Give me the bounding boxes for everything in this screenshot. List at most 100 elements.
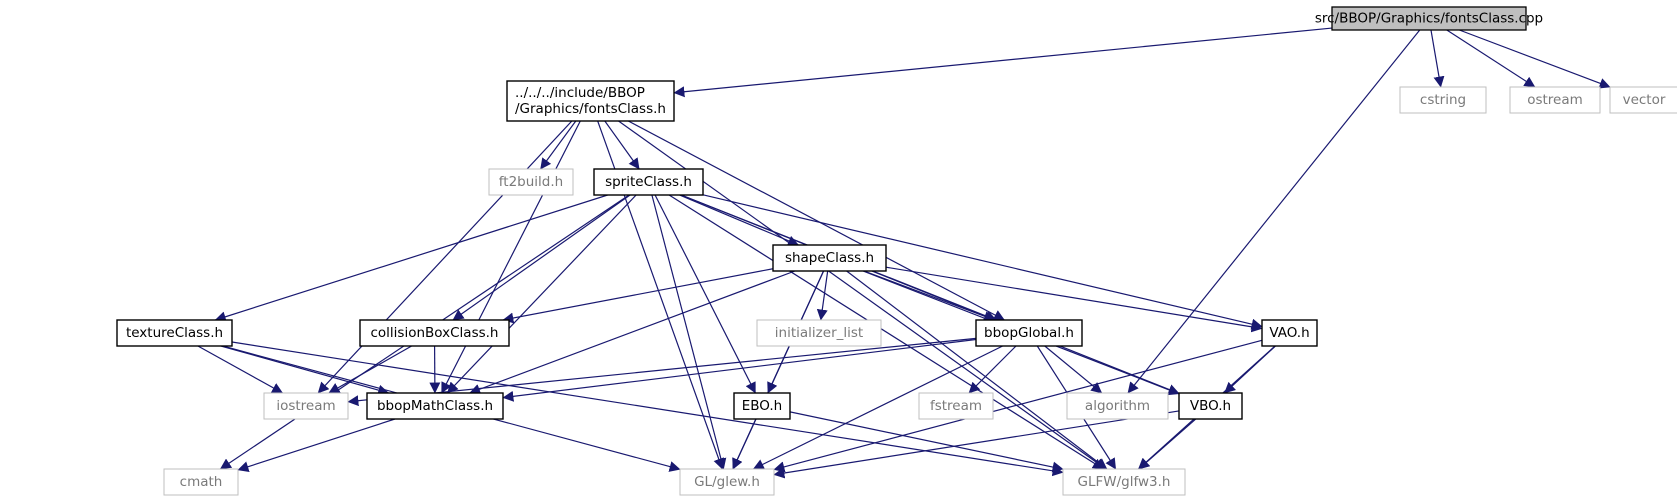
node-label: vector xyxy=(1623,92,1666,108)
node-label: bbopMathClass.h xyxy=(377,398,493,414)
node-box xyxy=(1609,86,1677,114)
node-label: collisionBoxClass.h xyxy=(371,325,499,341)
node-box xyxy=(1261,319,1318,347)
node-box xyxy=(263,392,349,420)
node-label: bbopGlobal.h xyxy=(984,325,1074,341)
node-box xyxy=(1062,468,1186,496)
node-box xyxy=(593,168,704,196)
node-bbopMathClass[interactable]: bbopMathClass.h xyxy=(366,392,504,420)
node-label: VBO.h xyxy=(1190,398,1231,414)
node-collisionBoxClass[interactable]: collisionBoxClass.h xyxy=(359,319,510,347)
edge-fontsClass_cpp-to-fontsClass_h xyxy=(673,27,1333,98)
edge-shapeClass-to-bbopGlobal xyxy=(863,270,995,322)
node-box xyxy=(679,468,775,496)
node-label: ft2build.h xyxy=(499,174,563,190)
edge-spriteClass-to-glfw3 xyxy=(668,194,1104,470)
edge-spriteClass-to-VBO xyxy=(680,194,1180,395)
node-textureClass[interactable]: textureClass.h xyxy=(116,319,233,347)
edge-spriteClass-to-VAO xyxy=(702,194,1263,330)
edge-VBO-to-glew xyxy=(773,410,1180,479)
edge-spriteClass-to-textureClass xyxy=(214,194,608,323)
edge-collisionBoxClass-to-iostream xyxy=(328,345,412,394)
edge-fontsClass_cpp-to-algorithm xyxy=(1127,29,1421,394)
node-shapeClass[interactable]: shapeClass.h xyxy=(772,244,887,272)
edge-shapeClass-to-bbopMathClass xyxy=(469,270,796,395)
edge-bbopGlobal-to-glew xyxy=(752,345,1003,470)
node-label: ostream xyxy=(1527,92,1583,108)
node-cstring[interactable]: cstring xyxy=(1399,86,1487,114)
node-label: EBO.h xyxy=(742,398,782,414)
node-label: GL/glew.h xyxy=(694,474,760,490)
edge-fontsClass_h-to-iostream xyxy=(317,120,573,394)
edge-shapeClass-to-VAO xyxy=(885,266,1263,333)
node-label: cmath xyxy=(180,474,223,490)
edge-shapeClass-to-initializer_list xyxy=(816,270,829,321)
node-glew[interactable]: GL/glew.h xyxy=(679,468,775,496)
node-label: textureClass.h xyxy=(126,325,223,341)
node-ft2build[interactable]: ft2build.h xyxy=(488,168,574,196)
node-box xyxy=(163,468,239,496)
node-box xyxy=(1331,6,1527,31)
node-label: spriteClass.h xyxy=(605,174,692,190)
node-box xyxy=(772,244,887,272)
edge-fontsClass_cpp-to-ostream xyxy=(1446,29,1536,88)
edge-fontsClass_cpp-to-vector xyxy=(1459,29,1611,89)
edge-fontsClass_h-to-ft2build xyxy=(540,120,577,170)
node-label: src/BBOP/Graphics/fontsClass.cpp xyxy=(1315,11,1543,27)
node-fontsClass_cpp[interactable]: src/BBOP/Graphics/fontsClass.cpp xyxy=(1315,6,1543,31)
edge-fontsClass_h-to-bbopMathClass xyxy=(441,120,581,394)
node-label: cstring xyxy=(1420,92,1466,108)
edge-EBO-to-glfw3 xyxy=(789,411,1064,473)
node-cmath[interactable]: cmath xyxy=(163,468,239,496)
node-box xyxy=(488,168,574,196)
node-VAO[interactable]: VAO.h xyxy=(1261,319,1318,347)
node-label: initializer_list xyxy=(775,325,863,341)
node-fontsClass_h[interactable]: ../../../include/BBOP/Graphics/fontsClas… xyxy=(506,80,675,122)
edge-spriteClass-to-shapeClass xyxy=(679,194,800,247)
node-bbopGlobal[interactable]: bbopGlobal.h xyxy=(975,319,1083,347)
edge-bbopMathClass-to-cmath xyxy=(237,418,396,472)
node-spriteClass[interactable]: spriteClass.h xyxy=(593,168,704,196)
edge-shapeClass-to-glfw3 xyxy=(846,270,1108,470)
node-glfw3[interactable]: GLFW/glfw3.h xyxy=(1062,468,1186,496)
edge-spriteClass-to-bbopMathClass xyxy=(446,194,637,394)
node-box xyxy=(1066,392,1169,420)
node-label: GLFW/glfw3.h xyxy=(1078,474,1171,490)
edge-fontsClass_h-to-spriteClass xyxy=(604,120,640,170)
node-label: iostream xyxy=(276,398,335,414)
edge-bbopGlobal-to-iostream xyxy=(347,337,977,407)
node-label: ../../../include/BBOP xyxy=(515,85,645,101)
node-box xyxy=(359,319,510,347)
node-vector[interactable]: vector xyxy=(1609,86,1677,114)
nodes-layer: src/BBOP/Graphics/fontsClass.cpp ../../..… xyxy=(116,6,1677,496)
node-label: algorithm xyxy=(1085,398,1150,414)
node-box xyxy=(366,392,504,420)
node-fstream[interactable]: fstream xyxy=(918,392,994,420)
node-algorithm[interactable]: algorithm xyxy=(1066,392,1169,420)
node-box xyxy=(116,319,233,347)
node-label: VAO.h xyxy=(1269,325,1309,341)
node-label: fstream xyxy=(930,398,982,414)
node-iostream[interactable]: iostream xyxy=(263,392,349,420)
edge-VAO-to-glew xyxy=(773,339,1263,473)
edge-textureClass-to-bbopMathClass xyxy=(220,345,390,396)
node-label: shapeClass.h xyxy=(785,250,874,266)
node-box xyxy=(975,319,1083,347)
node-ostream[interactable]: ostream xyxy=(1509,86,1601,114)
node-VBO[interactable]: VBO.h xyxy=(1178,392,1243,420)
node-EBO[interactable]: EBO.h xyxy=(733,392,791,420)
node-label: /Graphics/fontsClass.h xyxy=(515,101,666,117)
edge-bbopGlobal-to-bbopMathClass xyxy=(502,338,977,402)
node-initializer_list[interactable]: initializer_list xyxy=(756,319,882,347)
node-box xyxy=(506,80,675,122)
node-box xyxy=(1399,86,1487,114)
node-box xyxy=(1509,86,1601,114)
node-box xyxy=(918,392,994,420)
edge-spriteClass-to-collisionBoxClass xyxy=(452,194,631,321)
edge-fontsClass_cpp-to-cstring xyxy=(1430,29,1445,88)
edge-VBO-to-glfw3 xyxy=(1138,418,1197,470)
edge-spriteClass-to-EBO xyxy=(654,194,756,394)
edge-fontsClass_h-to-bbopGlobal xyxy=(628,120,1005,321)
node-box xyxy=(733,392,791,420)
